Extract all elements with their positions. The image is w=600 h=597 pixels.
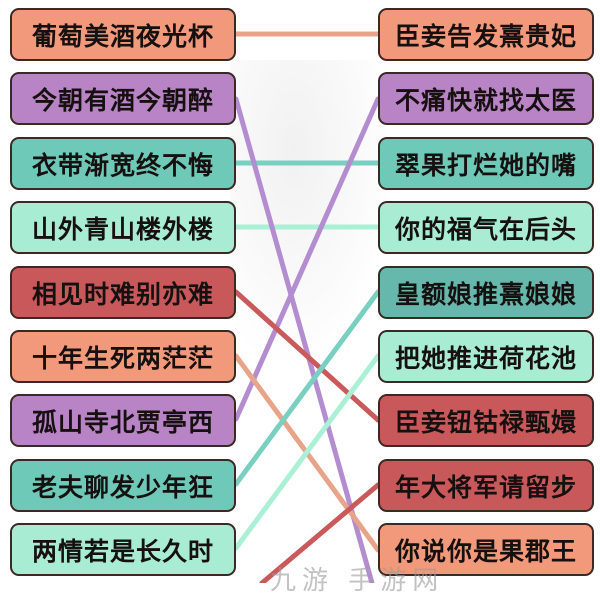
right-item-label: 臣妾钮钴禄甄嬛	[394, 407, 577, 437]
left-item-2[interactable]: 衣带渐宽终不悔	[10, 137, 236, 190]
left-item-8[interactable]: 两情若是长久时	[10, 523, 236, 576]
right-item-label: 皇额娘推熹娘娘	[394, 279, 577, 309]
connection-lines	[233, 31, 381, 583]
left-item-6[interactable]: 孤山寺北贾亭西	[10, 394, 236, 447]
line-l1-bottom	[233, 96, 375, 583]
right-item-7[interactable]: 年大将军请留步	[378, 459, 594, 512]
left-item-0[interactable]: 葡萄美酒夜光杯	[10, 8, 236, 61]
right-item-label: 翠果打烂她的嘴	[394, 150, 577, 180]
right-item-0[interactable]: 臣妾告发熹贵妃	[378, 8, 594, 61]
right-item-label: 你说你是果郡王	[394, 536, 577, 566]
left-item-3[interactable]: 山外青山楼外楼	[10, 201, 236, 254]
left-item-7[interactable]: 老夫聊发少年狂	[10, 459, 236, 512]
line-l7-r4	[233, 289, 381, 487]
line-l6-r1	[233, 96, 381, 422]
right-item-2[interactable]: 翠果打烂她的嘴	[378, 137, 594, 190]
left-item-label: 老夫聊发少年狂	[31, 472, 214, 502]
right-item-label: 把她推进荷花池	[394, 343, 577, 373]
left-item-4[interactable]: 相见时难别亦难	[10, 266, 236, 319]
left-item-label: 葡萄美酒夜光杯	[31, 21, 214, 51]
right-item-1[interactable]: 不痛快就找太医	[378, 72, 594, 125]
right-item-label: 不痛快就找太医	[394, 85, 577, 115]
right-item-label: 年大将军请留步	[394, 472, 577, 502]
left-item-label: 十年生死两茫茫	[31, 343, 214, 373]
left-item-label: 山外青山楼外楼	[31, 214, 214, 244]
line-l8-r5	[233, 353, 381, 551]
right-item-label: 你的福气在后头	[394, 214, 577, 244]
left-item-5[interactable]: 十年生死两茫茫	[10, 330, 236, 383]
left-item-label: 衣带渐宽终不悔	[31, 150, 214, 180]
right-item-6[interactable]: 臣妾钮钴禄甄嬛	[378, 394, 594, 447]
left-item-label: 今朝有酒今朝醉	[31, 85, 214, 115]
right-item-4[interactable]: 皇额娘推熹娘娘	[378, 266, 594, 319]
line-bottom-r7	[259, 482, 381, 583]
right-item-5[interactable]: 把她推进荷花池	[378, 330, 594, 383]
line-l4-r6	[233, 289, 381, 423]
right-item-8[interactable]: 你说你是果郡王	[378, 523, 594, 576]
left-item-label: 孤山寺北贾亭西	[31, 407, 214, 437]
right-item-3[interactable]: 你的福气在后头	[378, 201, 594, 254]
left-item-label: 相见时难别亦难	[31, 279, 214, 309]
right-item-label: 臣妾告发熹贵妃	[394, 21, 577, 51]
left-item-1[interactable]: 今朝有酒今朝醉	[10, 72, 236, 125]
left-item-label: 两情若是长久时	[31, 536, 214, 566]
watermark: 九游 手游网	[270, 566, 445, 596]
